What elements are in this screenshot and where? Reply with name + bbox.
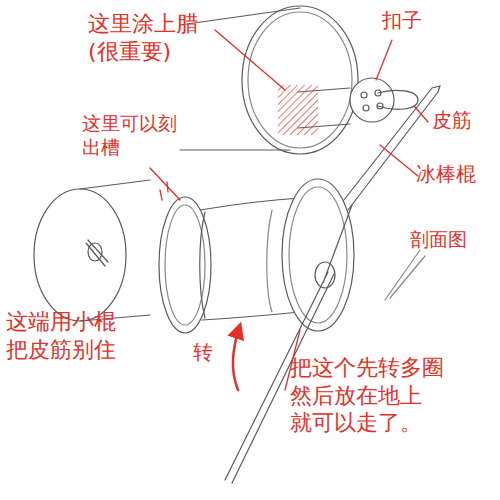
callout-label: 这端用小棍 把皮筋别住 [6, 308, 120, 363]
callout-label: 扣子 [382, 8, 442, 33]
callout-label: 把这个先转多圈 然后放在地上 就可以走了。 [290, 354, 447, 437]
callout-label: 这里可以刻 出槽 [82, 112, 181, 160]
callout-label: 冰棒棍 [416, 162, 496, 187]
callout-label: 转 [193, 340, 223, 365]
callout-label: 这里涂上腊 (很重要) [88, 10, 202, 65]
callout-label: 剖面图 [410, 228, 486, 252]
callout-label: 皮筋 [432, 108, 492, 133]
